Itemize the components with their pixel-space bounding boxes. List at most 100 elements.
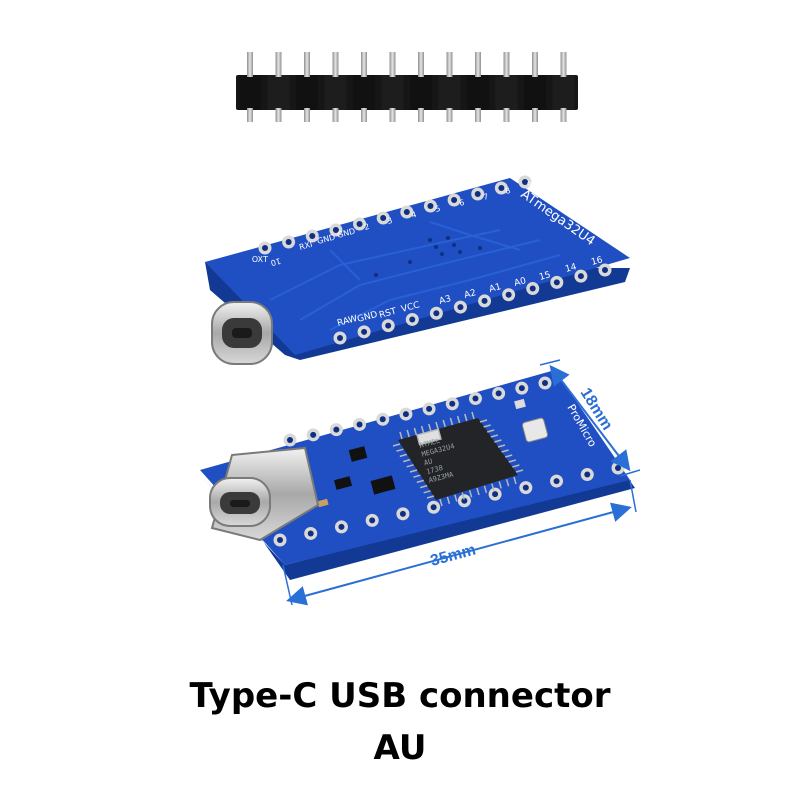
chip-pin [428, 423, 432, 432]
chip-line-3: AU [423, 457, 433, 467]
pin-row-upper-2 [283, 376, 552, 447]
crystal [521, 417, 549, 443]
svg-text:8: 8 [504, 186, 511, 196]
pin-hole [553, 478, 560, 485]
svg-text:A3: A3 [438, 294, 452, 307]
header-pin-bottom [275, 108, 282, 122]
chip-pin [504, 454, 513, 458]
header-pin-bottom [560, 108, 567, 122]
pin-hole [472, 395, 479, 402]
header-segment [381, 75, 404, 110]
svg-text:VCC: VCC [400, 300, 421, 315]
chip-pin [392, 443, 401, 447]
chip-logo [416, 428, 442, 446]
header-pin-bottom [389, 108, 396, 122]
chip-pin [512, 464, 520, 468]
chip-pin [423, 490, 431, 494]
chip-pin [486, 429, 495, 433]
header-pin-top [361, 52, 367, 77]
board-bottom-view: ATmega32U4 RAW GND RST VCC A3 A2 A1 A0 1… [205, 175, 630, 365]
chip-pin [471, 411, 475, 420]
svg-text:A1: A1 [488, 282, 502, 295]
chip-pin [416, 479, 425, 484]
pin-hole [399, 510, 406, 517]
header-body [236, 75, 578, 110]
pin-hole [498, 185, 505, 191]
svg-text:5: 5 [434, 204, 441, 214]
pin-header [236, 52, 578, 122]
chip-pin [419, 484, 428, 489]
svg-text:6: 6 [458, 198, 465, 208]
chip-pin [515, 469, 524, 473]
svg-text:15: 15 [538, 270, 552, 283]
pin-hole [584, 471, 591, 478]
header-pin-top [475, 52, 481, 77]
chip-pin [461, 492, 465, 500]
pin-hole [481, 297, 488, 304]
chip-pin [483, 424, 491, 428]
pin-hole [333, 426, 340, 433]
header-pin-top [446, 52, 453, 77]
pin-hole [287, 437, 293, 443]
pcb-face [205, 178, 630, 355]
header-segment [524, 75, 546, 110]
chip-pin [442, 419, 446, 428]
header-segment [552, 75, 575, 110]
usb-c-connector-top [211, 301, 273, 365]
chip-pin [449, 417, 454, 426]
pin-hole [262, 245, 268, 251]
header-segment [410, 75, 432, 110]
pin-hole [553, 279, 560, 286]
header-pin-bottom [503, 108, 510, 122]
header-segment [467, 75, 489, 110]
header-pin-top [560, 52, 567, 77]
mcu-chip: ATMEL MEGA32U4 AU 1738 A9Z3MA [392, 411, 524, 507]
header-pin-bottom [304, 108, 310, 122]
pin-hole [451, 197, 458, 203]
header-pin-bottom [446, 108, 453, 122]
header-pin-top [389, 52, 396, 77]
header-pin-bottom [532, 108, 538, 122]
chip-pin [491, 483, 495, 491]
chip-pin [483, 485, 488, 494]
pin-hole [285, 239, 292, 245]
pin-hole [461, 497, 468, 504]
pin-hole [529, 285, 536, 292]
pin-hole [337, 335, 343, 341]
pin-hole [307, 530, 314, 537]
pin-row-lower [333, 263, 612, 345]
header-pin-top [247, 52, 253, 77]
chip-pin [464, 413, 468, 422]
svg-text:3: 3 [386, 216, 393, 226]
pin-hole [409, 316, 416, 323]
pin-hole [385, 322, 392, 329]
pin-hole [356, 221, 363, 227]
caption-variant: AU [373, 728, 427, 768]
svg-text:A2: A2 [463, 288, 477, 301]
svg-text:7: 7 [482, 192, 489, 202]
pin-hole [495, 390, 502, 397]
svg-text:2: 2 [363, 222, 370, 232]
svg-text:9: 9 [526, 180, 533, 190]
chip-pin [409, 469, 418, 473]
chip-pin [494, 439, 502, 443]
caption-title: Type-C USB connector [189, 676, 611, 716]
header-pin-bottom [247, 108, 253, 122]
pcb-traces [269, 221, 561, 331]
header-pin-top [304, 52, 310, 77]
header-pin-bottom [361, 108, 367, 122]
header-segment [495, 75, 518, 110]
chip-pin [456, 415, 461, 424]
chip-pin [413, 474, 421, 478]
chip-pin [497, 444, 506, 448]
pin-hole [309, 233, 316, 239]
header-pin-bottom [418, 108, 424, 122]
chip-pin [490, 434, 499, 438]
pin-hole [402, 411, 409, 418]
chip-pin [399, 453, 408, 458]
chip-pin [406, 464, 414, 468]
pin-hole [379, 416, 386, 423]
svg-text:16: 16 [590, 255, 604, 268]
header-segment [438, 75, 461, 110]
header-pin-top [532, 52, 538, 77]
